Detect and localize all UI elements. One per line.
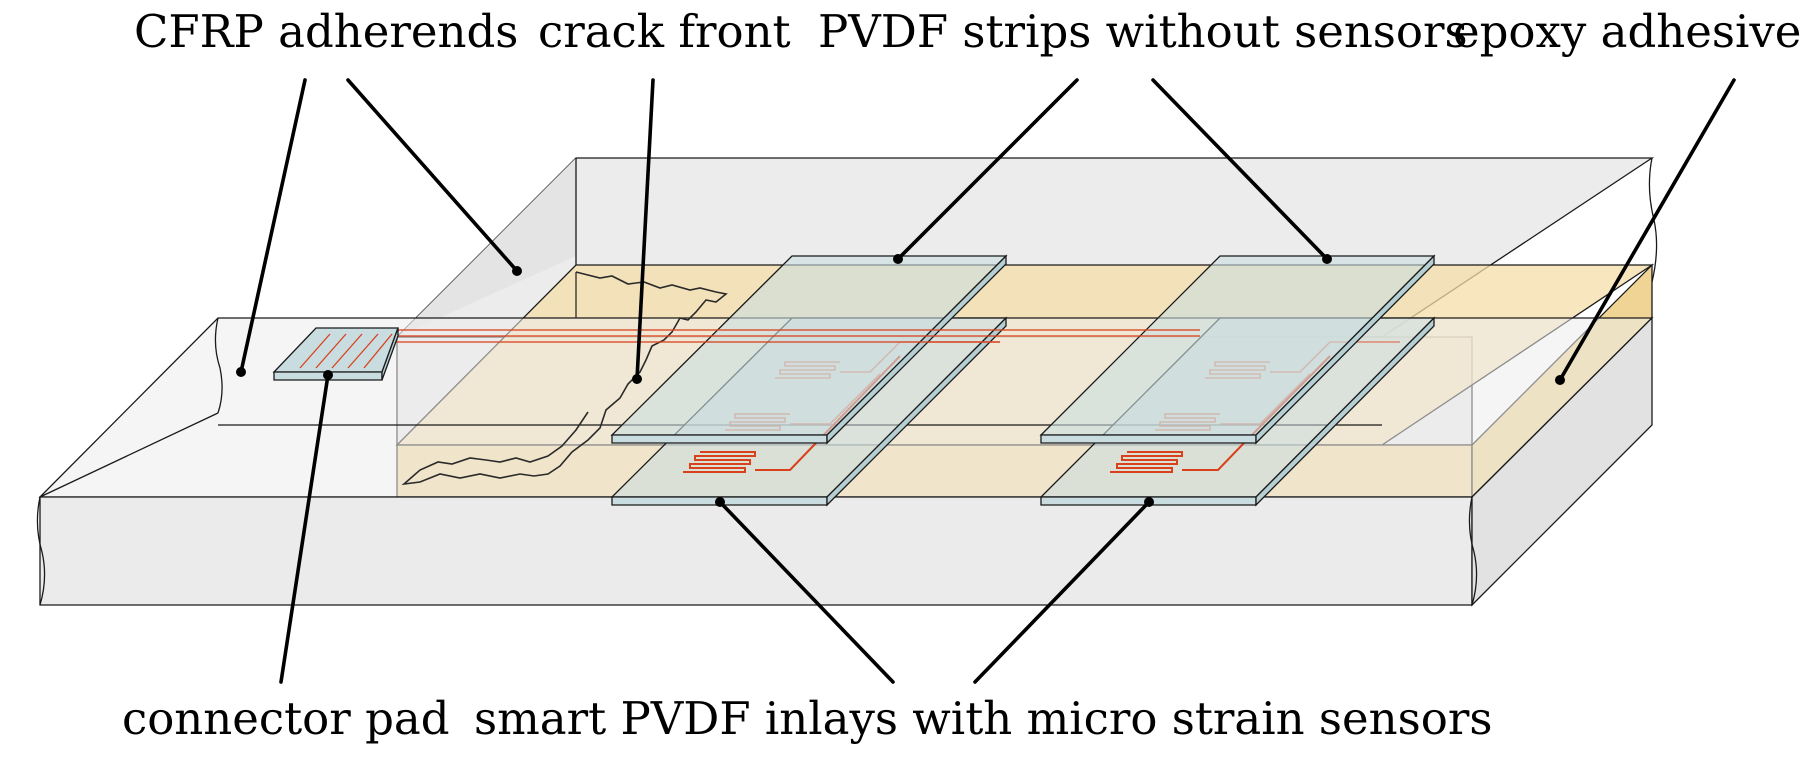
lower-adherend-right-cut — [1468, 496, 1478, 606]
leader-cfrp-lower — [239, 78, 307, 374]
lower-adherend-back-edge — [39, 412, 219, 498]
lower-adherend-back-cut — [214, 317, 223, 414]
inlay-2-right-edge — [1255, 316, 1435, 507]
label-crack-front: crack front — [538, 5, 791, 58]
leader-pvdf-strip-2-dot — [1322, 254, 1332, 264]
connector-pad-side — [381, 327, 399, 381]
label-smart-inlays: smart PVDF inlays with micro strain sens… — [474, 692, 1492, 745]
leader-inlay-1 — [718, 500, 895, 684]
leader-inlay-2-dot — [1144, 497, 1154, 507]
label-connector-pad: connector pad — [122, 692, 450, 745]
leader-connector-pad — [279, 373, 330, 684]
labels: CFRP adherends crack front PVDF strips w… — [122, 5, 1801, 745]
leader-epoxy-dot — [1555, 375, 1565, 385]
label-cfrp-adherends: CFRP adherends — [134, 5, 518, 58]
leader-inlay-1-dot — [715, 497, 725, 507]
pvdf-strip-1 — [610, 254, 1008, 445]
lower-adherend-left-cut — [36, 496, 46, 606]
leader-cfrp-upper-dot — [512, 266, 522, 276]
leader-inlay-2 — [973, 500, 1151, 684]
leader-crack-front — [635, 78, 655, 381]
connector-pad-contacts — [299, 333, 393, 369]
leader-lines — [236, 78, 1736, 684]
connector-pad — [272, 327, 399, 381]
leader-pvdf-strip-2 — [1151, 78, 1329, 261]
inlay-1-right-edge — [826, 316, 1007, 507]
strip-1-right-edge — [826, 254, 1007, 445]
leader-epoxy — [1558, 78, 1736, 382]
pvdf-strip-2 — [1039, 254, 1436, 445]
upper-adherend-back-face — [397, 158, 576, 337]
leader-connector-pad-dot — [323, 370, 333, 380]
lower-adherend-right-face — [1471, 316, 1653, 607]
label-epoxy-adhesive: epoxy adhesive — [1453, 5, 1801, 58]
leader-cfrp-lower-dot — [236, 367, 246, 377]
leader-pvdf-strip-1 — [896, 78, 1079, 261]
crack-front-line — [401, 271, 728, 486]
leader-crack-front-dot — [632, 374, 642, 384]
strip-2-right-edge — [1255, 254, 1435, 445]
connector-leads — [330, 329, 1200, 343]
leader-pvdf-strip-1-dot — [893, 254, 903, 264]
crack — [401, 271, 728, 486]
strip-2-front-edge — [1040, 434, 1257, 444]
label-pvdf-strips: PVDF strips without sensors — [818, 5, 1468, 58]
strip-1-front-edge — [611, 434, 828, 444]
lower-adherend-front-face — [39, 496, 1473, 606]
leader-cfrp-upper — [346, 78, 519, 273]
